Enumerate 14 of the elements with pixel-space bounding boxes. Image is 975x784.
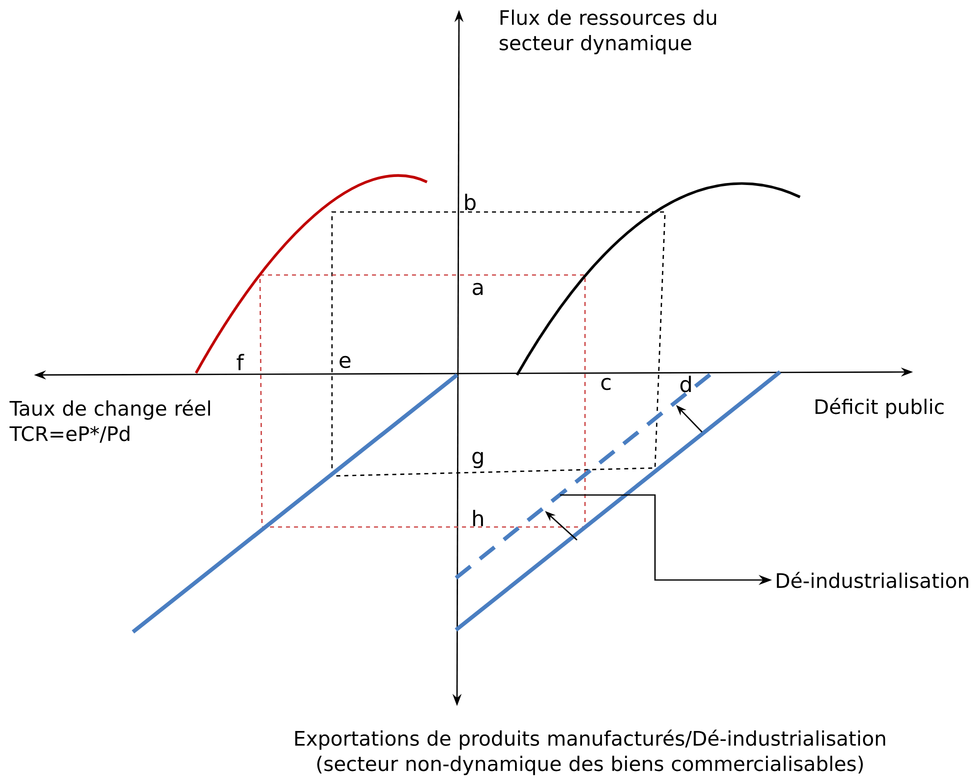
point-label: g — [472, 452, 483, 468]
axis-label: Flux de ressources du secteur dynamique — [500, 10, 716, 54]
axis-label: Taux de change réel TCR=eP*/Pd — [10, 400, 210, 443]
text-label: Dé-industrialisation — [776, 572, 968, 588]
axis-label: Déficit public — [816, 398, 944, 418]
point-label: h — [473, 510, 483, 526]
point-label: c — [601, 378, 611, 390]
point-label: e — [340, 356, 350, 368]
point-label: f — [236, 354, 244, 370]
dashed-line — [454, 371, 714, 580]
point-label: b — [465, 194, 476, 210]
axis-label: Exportations de produits manufacturés/Dé-industrialisation (secteur non-dynamique des biens commercialisables) — [295, 730, 886, 776]
point-label: a — [472, 282, 483, 296]
point-label: d — [680, 376, 691, 392]
